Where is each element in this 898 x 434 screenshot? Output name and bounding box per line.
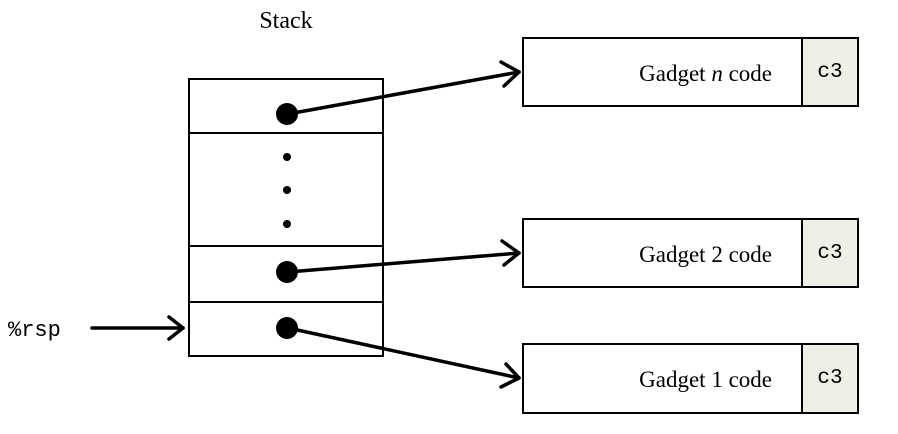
gadget-box-n [522, 37, 859, 107]
ret-byte-cell [801, 218, 859, 288]
arrowhead-1 [499, 362, 521, 389]
gadget-1-label: Gadget 1 code [492, 367, 772, 393]
ellipsis-dot [283, 153, 291, 161]
gadget-n-label: Gadget n code [492, 61, 772, 87]
gadget-1-ret-byte: c3 [817, 367, 843, 390]
gadget-n-ret-byte: c3 [817, 61, 843, 84]
ret-byte-cell [801, 37, 859, 107]
stack-outline [188, 78, 384, 357]
gadget-label-prefix: Gadget [639, 61, 712, 86]
ellipsis-dots [283, 153, 291, 228]
pointer-arrows [90, 60, 521, 389]
gadget-label-name: 2 [711, 242, 723, 267]
pointer-arrow-1 [286, 326, 521, 380]
pointer-arrow-n [286, 70, 521, 116]
pointer-dot-n [276, 103, 298, 125]
gadget-label-name: 1 [711, 367, 723, 392]
ellipsis-dot [283, 186, 291, 194]
arrowhead-n [499, 60, 521, 88]
gadget-label-prefix: Gadget [639, 242, 712, 267]
gadget-box-1 [522, 343, 859, 414]
gadget-2-label: Gadget 2 code [492, 242, 772, 268]
gadget-2-ret-byte: c3 [817, 242, 843, 265]
rsp-arrowhead [167, 315, 185, 341]
gadget-label-prefix: Gadget [639, 367, 712, 392]
stack-column [188, 78, 384, 357]
gadget-label-suffix: code [722, 242, 772, 267]
stack-title: Stack [259, 8, 313, 34]
pointer-dots [276, 103, 298, 339]
pointer-dot-2 [276, 261, 298, 283]
rsp-register-label: %rsp [8, 318, 61, 343]
gadget-label-suffix: code [722, 61, 772, 86]
arrowhead-2 [500, 239, 521, 267]
gadget-label-name: n [711, 61, 723, 86]
ellipsis-dot [283, 220, 291, 228]
pointer-arrow-2 [286, 251, 521, 274]
gadget-box-2 [522, 218, 859, 288]
gadget-label-suffix: code [722, 367, 772, 392]
pointer-dot-1 [276, 317, 298, 339]
ret-byte-cell [801, 343, 859, 414]
